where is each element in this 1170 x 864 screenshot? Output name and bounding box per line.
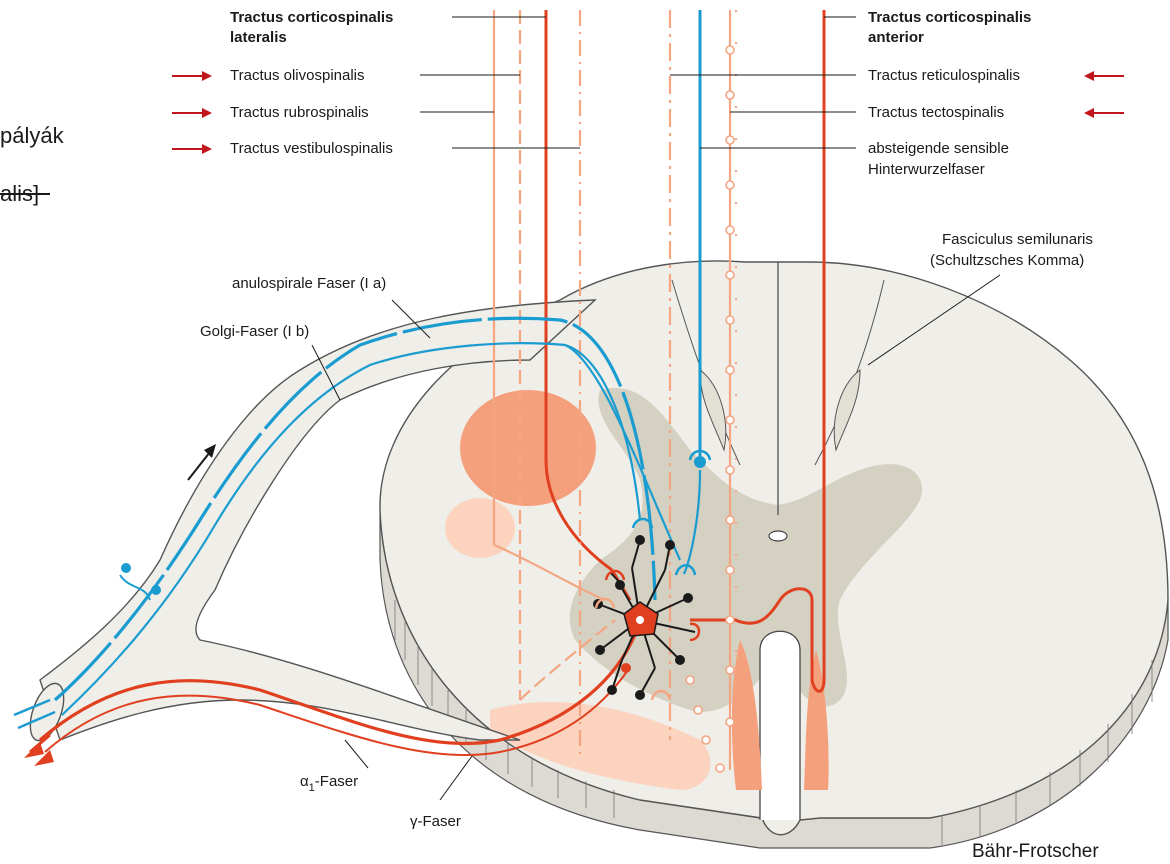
label-fasciculus-2: (Schultzsches Komma): [930, 252, 1084, 269]
label-corticospinalis-lateralis-2: lateralis: [230, 29, 287, 46]
label-rubrospinalis: Tractus rubrospinalis: [230, 104, 369, 121]
central-canal: [769, 531, 787, 541]
label-gamma-fiber: γ-Faser: [410, 813, 461, 830]
motor-neuron-nucleus: [636, 616, 644, 624]
blue-terminal-sensible: [694, 456, 706, 468]
arrow-vestibulospinalis: [172, 144, 212, 154]
label-anulospirale: anulospirale Faser (I a): [232, 275, 386, 292]
arrow-rubrospinalis: [172, 108, 212, 118]
label-vestibulospinalis: Tractus vestibulospinalis: [230, 140, 393, 157]
label-corticospinalis-lateralis-1: Tractus corticospinalis: [230, 9, 393, 26]
muscle-spindle-ending-1: [121, 563, 131, 573]
label-reticulospinalis: Tractus reticulospinalis: [868, 67, 1020, 84]
label-olivospinalis: Tractus olivospinalis: [230, 67, 365, 84]
slide-text-fragment-1: pályák: [0, 123, 65, 148]
label-sensible-2: Hinterwurzelfaser: [868, 161, 985, 178]
credit-text: Bähr-Frotscher: [972, 841, 1099, 862]
highlight-arrows-left: [172, 71, 212, 154]
label-fasciculus-1: Fasciculus semilunaris: [942, 231, 1093, 248]
alpha-symbol: α: [300, 773, 309, 790]
label-corticospinalis-anterior-1: Tractus corticospinalis: [868, 9, 1031, 26]
arrow-tectospinalis: [1084, 108, 1124, 118]
red-synapse-1: [621, 663, 631, 673]
label-sensible-1: absteigende sensible: [868, 140, 1009, 157]
muscle-spindle-ending-2: [151, 585, 161, 595]
anterior-median-fissure: [760, 631, 800, 820]
highlight-arrows-right: [1084, 71, 1124, 118]
label-tectospinalis: Tractus tectospinalis: [868, 104, 1004, 121]
label-golgi: Golgi-Faser (I b): [200, 323, 309, 340]
label-corticospinalis-anterior-2: anterior: [868, 29, 924, 46]
arrow-olivospinalis: [172, 71, 212, 81]
arrow-reticulospinalis: [1084, 71, 1124, 81]
alpha-suffix: -Faser: [315, 773, 358, 790]
lateral-corticospinal-field: [460, 390, 596, 506]
label-alpha-fiber: α1-Faser: [300, 773, 358, 794]
